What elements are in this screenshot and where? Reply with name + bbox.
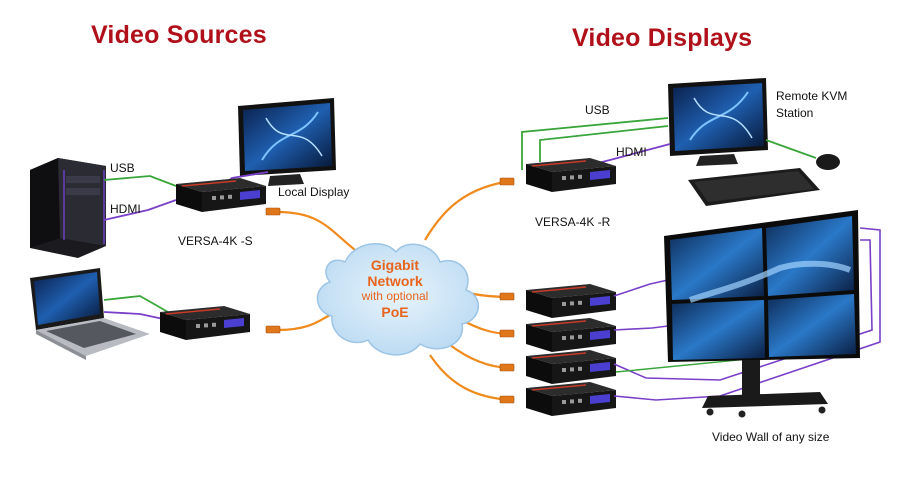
- receiver-box-wall-1: [526, 284, 616, 318]
- video-wall-icon: [664, 210, 860, 418]
- remote-monitor-icon: [668, 78, 768, 166]
- extender-box-icon: [160, 158, 616, 416]
- remote-station-label-line2: Station: [776, 106, 814, 120]
- local-display-label: Local Display: [278, 185, 350, 199]
- hdmi-cable-left: [103, 199, 177, 221]
- network-line1: Gigabit: [370, 257, 420, 273]
- network-line4: PoE: [381, 304, 409, 320]
- transmitter-label: VERSA-4K -S: [178, 234, 253, 248]
- hdmi-label-right: HDMI: [616, 145, 647, 159]
- receiver-box-wall-4: [526, 382, 616, 416]
- receiver-box-wall-3: [526, 350, 616, 384]
- remote-station-label-line1: Remote KVM: [776, 89, 848, 103]
- laptop-icon: [30, 268, 150, 360]
- video-wall-label: Video Wall of any size: [712, 430, 830, 444]
- transmitter-box-2: [160, 306, 250, 340]
- receiver-label: VERSA-4K -R: [535, 215, 611, 229]
- network-cables: [277, 180, 513, 402]
- usb-cable-left: [103, 175, 177, 187]
- usb-label-right: USB: [585, 103, 610, 117]
- hdmi-cable-laptop: [103, 311, 169, 321]
- usb-label-left: USB: [110, 161, 135, 175]
- usb-cable-mouse: [765, 139, 817, 159]
- transmitter-box-1: [176, 178, 266, 212]
- network-cloud-icon: [316, 243, 479, 356]
- left-usb-hdmi-cables: [103, 171, 269, 321]
- video-sources-title: Video Sources: [91, 21, 267, 49]
- usb-cable-laptop: [103, 295, 169, 313]
- network-cloud-text: Gigabit Network with optional PoE: [325, 257, 465, 321]
- pc-tower-icon: [30, 158, 106, 258]
- usb-cable-right-2: [539, 125, 669, 162]
- cable-connectors: [265, 177, 515, 404]
- video-displays-title: Video Displays: [572, 24, 753, 52]
- cable-transmitter-1: [277, 210, 356, 251]
- network-line3: with optional: [361, 289, 429, 303]
- network-line2: Network: [367, 273, 423, 289]
- keyboard-icon: [688, 168, 820, 206]
- hdmi-label-left: HDMI: [110, 202, 141, 216]
- usb-cable-right: [521, 117, 669, 170]
- receiver-box-wall-2: [526, 318, 616, 352]
- cable-wall-4: [429, 354, 513, 402]
- cable-transmitter-2: [277, 314, 331, 332]
- monitor-icon: [238, 98, 336, 186]
- cable-receiver: [424, 180, 506, 241]
- mouse-icon: [816, 154, 840, 170]
- receiver-box-kvm: [526, 158, 616, 192]
